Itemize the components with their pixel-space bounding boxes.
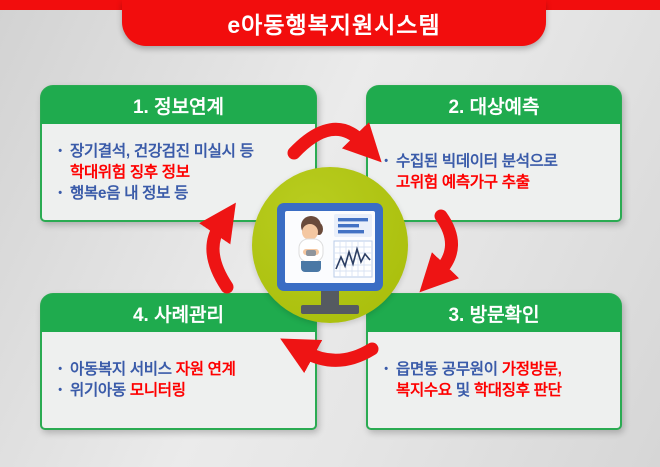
panel-4-line-1: 아동복지 서비스 자원 연계 <box>70 359 236 380</box>
bullet-icon: • <box>384 155 388 167</box>
panel-1-body: • 장기결석, 건강검진 미실시 등 • 학대위험 징후 정보 • 행복e음 내… <box>42 124 315 220</box>
panel-1-line-2: 학대위험 징후 정보 <box>70 163 190 181</box>
bullet-icon: • <box>58 144 62 157</box>
text-panel-icon <box>334 214 372 237</box>
text-segment: 학대징후 판단 <box>473 382 562 399</box>
bullet-icon: • <box>58 186 62 199</box>
panel-4-case-management: 4. 사례관리 • 아동복지 서비스 자원 연계 • 위기아동 모니터링 <box>40 293 317 430</box>
center-circle <box>252 167 408 323</box>
list-item: • 읍면동 공무원이 가정방문, <box>376 359 614 380</box>
list-item: • 위기아동 모니터링 <box>50 380 309 401</box>
panel-4-header: 4. 사례관리 <box>41 294 316 332</box>
list-item: • 행복e음 내 정보 등 <box>50 183 309 204</box>
panel-3-visit-confirmation: 3. 방문확인 • 읍면동 공무원이 가정방문, • 복지수요 및 학대징후 판… <box>366 293 622 430</box>
bullet-icon: • <box>384 363 388 375</box>
text-segment: 읍면동 공무원이 <box>396 361 502 378</box>
text-segment: 모니터링 <box>129 382 186 399</box>
list-item: • 고위험 예측가구 추출 <box>376 172 614 193</box>
panel-1-line-1: 장기결석, 건강검진 미실시 등 <box>70 142 254 160</box>
panel-4-line-2: 위기아동 모니터링 <box>70 380 186 401</box>
text-segment: 복지수요 <box>396 382 452 399</box>
panel-3-header: 3. 방문확인 <box>367 294 621 332</box>
panel-2-header: 2. 대상예측 <box>367 86 621 124</box>
panel-1-header: 1. 정보연계 <box>41 86 316 124</box>
text-segment: 아동복지 서비스 <box>70 361 176 378</box>
bullet-icon: • <box>58 384 62 396</box>
text-segment: 위기아동 <box>70 382 130 399</box>
panel-3-line-1: 읍면동 공무원이 가정방문, <box>396 359 562 380</box>
panel-1-line-3: 행복e음 내 정보 등 <box>70 184 189 202</box>
panel-2-line-1: 수집된 빅데이터 분석으로 <box>396 153 558 170</box>
panel-2-line-2: 고위험 예측가구 추출 <box>396 174 530 191</box>
diagram-title: e아동행복지원시스템 <box>227 12 441 38</box>
title-banner: e아동행복지원시스템 <box>122 0 546 46</box>
computer-monitor-icon <box>277 203 383 314</box>
arrow-4-to-1-icon <box>199 202 236 294</box>
text-segment: 가정방문, <box>501 361 562 378</box>
list-item: • 수집된 빅데이터 분석으로 <box>376 151 614 172</box>
panel-2-body: • 수집된 빅데이터 분석으로 • 고위험 예측가구 추출 <box>368 124 620 220</box>
text-segment: 및 <box>451 382 474 399</box>
panel-3-body: • 읍면동 공무원이 가정방문, • 복지수요 및 학대징후 판단 <box>368 332 620 428</box>
list-item: • 장기결석, 건강검진 미실시 등 <box>50 141 309 162</box>
chart-panel-icon <box>333 240 373 278</box>
list-item: • 아동복지 서비스 자원 연계 <box>50 359 309 380</box>
panel-4-body: • 아동복지 서비스 자원 연계 • 위기아동 모니터링 <box>42 332 315 428</box>
list-item: • 복지수요 및 학대징후 판단 <box>376 380 614 401</box>
text-segment: 자원 연계 <box>175 361 236 378</box>
bullet-icon: • <box>58 363 62 375</box>
panel-3-line-2: 복지수요 및 학대징후 판단 <box>396 380 562 401</box>
list-item: • 학대위험 징후 정보 <box>50 162 309 183</box>
arrow-2-to-3-icon <box>419 209 460 293</box>
panel-2-target-prediction: 2. 대상예측 • 수집된 빅데이터 분석으로 • 고위험 예측가구 추출 <box>366 85 622 222</box>
child-figure-icon <box>298 216 324 272</box>
